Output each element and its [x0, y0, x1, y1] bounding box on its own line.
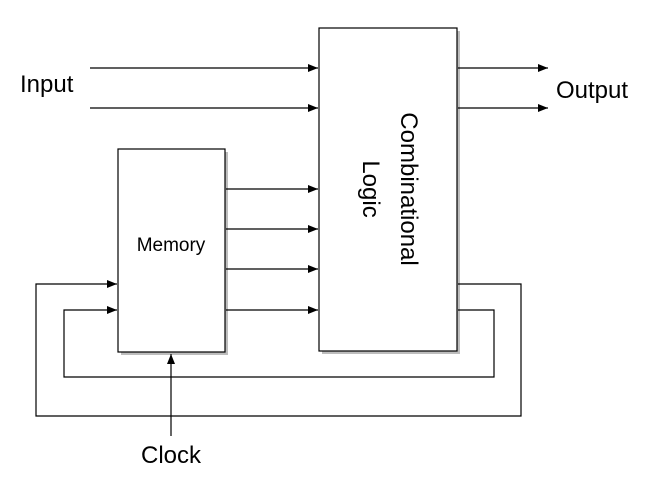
- combinational-logic-block: [318, 27, 458, 352]
- memory-block: [117, 148, 226, 353]
- clock-label: Clock: [141, 442, 202, 469]
- combinational-label: Combinational: [395, 112, 422, 265]
- memory-label: Memory: [137, 235, 206, 256]
- feedback-loop-inner: [63, 306, 495, 378]
- input-label: Input: [20, 71, 74, 98]
- output-label: Output: [556, 77, 628, 104]
- feedback-loop-outer: [35, 280, 522, 417]
- logic-label: Logic: [357, 160, 384, 217]
